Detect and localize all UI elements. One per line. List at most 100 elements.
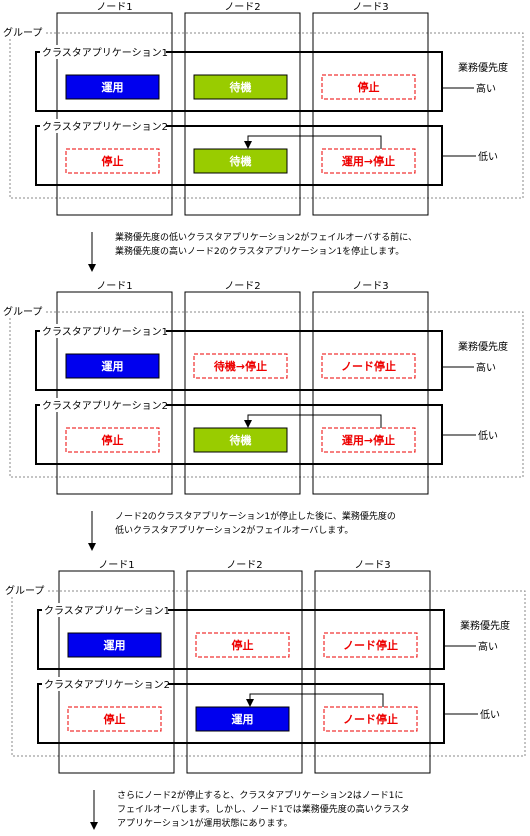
state-box [65, 427, 160, 453]
state-box [321, 353, 416, 379]
failover-arrow [244, 135, 382, 149]
state-label: 待機 [229, 154, 252, 168]
state-box [323, 632, 418, 658]
state-label: ノード停止 [343, 638, 398, 652]
node-box-3 [312, 291, 429, 495]
caption-line: ノード2のクラスタアプリケーション1が停止した後に、業務優先度の [115, 510, 396, 522]
state-label: 停止 [232, 638, 254, 652]
state-box [321, 427, 416, 453]
priority-high-label: 高い [478, 640, 498, 653]
app-box-1 [37, 609, 445, 670]
failover-arrow [246, 693, 384, 707]
state-box [193, 427, 288, 453]
state-label: 停止 [104, 712, 126, 726]
state-box [323, 706, 418, 732]
priority-low-label: 低い [478, 429, 498, 442]
group-label: グループ [3, 26, 42, 39]
node-box-3 [314, 570, 431, 774]
app-label-1: クラスタアプリケーション1 [42, 326, 168, 338]
node-box-2 [184, 12, 301, 216]
app-label-1: クラスタアプリケーション1 [44, 605, 170, 617]
app-label-bg-2 [42, 677, 168, 691]
caption-line: フェイルオーバします。しかし、ノード1では業務優先度の高いクラスタ [117, 803, 410, 815]
priority-high-label: 高い [476, 82, 496, 95]
caption-line: 業務優先度の高いノード2のクラスタアプリケーション1を停止します。 [115, 245, 404, 257]
node-box-1 [56, 291, 173, 495]
caption-line: アプリケーション1が運用状態にあります。 [117, 817, 293, 829]
state-label: 運用→停止 [342, 433, 395, 447]
priority-high-label: 高い [476, 361, 496, 374]
group-box [9, 32, 524, 199]
app-box-1 [35, 330, 443, 391]
state-box [65, 353, 160, 379]
caption-line: さらにノード2が停止すると、クラスタアプリケーション2はノード1に [117, 789, 403, 801]
state-label: 停止 [102, 433, 124, 447]
node-box-2 [184, 291, 301, 495]
priority-label: 業務優先度 [458, 61, 508, 74]
priority-label: 業務優先度 [460, 619, 510, 632]
state-box [193, 148, 288, 174]
app-label-1: クラスタアプリケーション1 [42, 47, 168, 59]
node-label-3: ノード3 [352, 281, 388, 292]
priority-low-label: 低い [478, 150, 498, 163]
node-box-3 [312, 12, 429, 216]
state-label: 運用→停止 [342, 154, 395, 168]
state-box [193, 74, 288, 100]
node-label-1: ノード1 [96, 281, 132, 292]
state-label: 停止 [102, 154, 124, 168]
group-label: グループ [5, 584, 44, 597]
group-label-bg [2, 304, 46, 318]
app-box-1 [35, 51, 443, 112]
group-label: グループ [3, 305, 42, 318]
node-label-3: ノード3 [352, 2, 388, 13]
state-box [321, 74, 416, 100]
app-label-bg-2 [40, 398, 166, 412]
group-box [11, 590, 526, 757]
caption-line: 業務優先度の低いクラスタアプリケーション2がフェイルオーバする前に、 [115, 231, 417, 243]
node-label-2: ノード2 [224, 2, 260, 13]
state-box [193, 353, 288, 379]
app-label-2: クラスタアプリケーション2 [42, 121, 168, 133]
state-box [67, 632, 162, 658]
app-label-2: クラスタアプリケーション2 [42, 400, 168, 412]
app-label-2: クラスタアプリケーション2 [44, 679, 170, 691]
node-box-1 [58, 570, 175, 774]
state-label: 運用 [232, 713, 254, 726]
state-box [67, 706, 162, 732]
failover-arrow [244, 414, 382, 428]
state-box [65, 74, 160, 100]
app-label-bg-1 [42, 603, 168, 617]
app-label-bg-1 [40, 45, 166, 59]
caption-line: 低いクラスタアプリケーション2がフェイルオーバします。 [115, 524, 353, 536]
group-label-bg [2, 25, 46, 39]
app-label-bg-1 [40, 324, 166, 338]
state-box [65, 148, 160, 174]
node-box-2 [186, 570, 303, 774]
node-label-2: ノード2 [226, 560, 262, 571]
node-label-1: ノード1 [98, 560, 134, 571]
stage-2: グループ ノード1 ノード2 ノード3 クラスタアプリケーション1 運用 待機→停止 ノード停… [2, 281, 524, 551]
app-label-bg-2 [40, 119, 166, 133]
state-label: 停止 [358, 80, 380, 94]
state-label: ノード停止 [343, 712, 398, 726]
priority-label: 業務優先度 [458, 340, 508, 353]
node-label-3: ノード3 [354, 560, 390, 571]
group-box [9, 311, 524, 478]
state-box [195, 706, 290, 732]
node-label-1: ノード1 [96, 2, 132, 13]
state-label: 待機 [229, 80, 252, 94]
state-label: ノード停止 [341, 359, 396, 373]
group-label-bg [4, 583, 48, 597]
state-label: 運用 [104, 639, 126, 652]
state-label: 運用 [102, 360, 124, 373]
state-label: 待機→停止 [213, 359, 267, 373]
state-box [321, 148, 416, 174]
state-label: 待機 [229, 433, 252, 447]
state-box [195, 632, 290, 658]
node-label-2: ノード2 [224, 281, 260, 292]
priority-low-label: 低い [480, 708, 500, 721]
node-box-1 [56, 12, 173, 216]
